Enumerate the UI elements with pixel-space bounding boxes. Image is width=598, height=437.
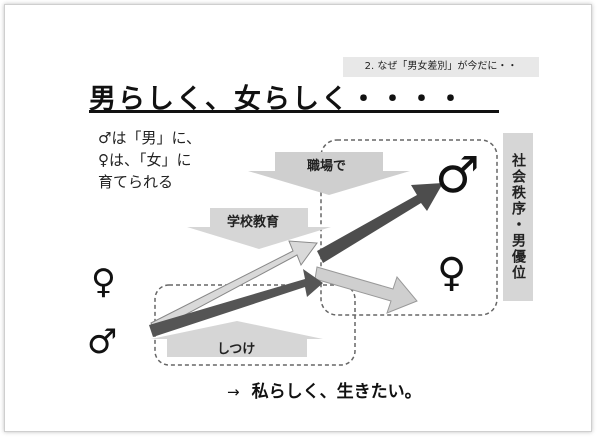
arrow-dark-lower: [149, 269, 323, 337]
label-shokuba: 職場で: [307, 159, 347, 174]
arrow-light-female: [314, 266, 418, 314]
slide: 2. なぜ「男女差別」が今だに・・ 男らしく、女らしく・・・・ ♂は「男」に、 …: [4, 4, 592, 432]
intro-line-3: 育てられる: [98, 173, 174, 191]
dashed-region-childhood: [154, 284, 356, 366]
title-underline: [89, 110, 499, 113]
section-tag: 2. なぜ「男女差別」が今だに・・: [343, 57, 539, 77]
female-symbol-right: ♀: [437, 250, 467, 296]
intro-line-1: ♂は「男」に、: [98, 129, 201, 147]
socialization-diagram: [149, 139, 498, 366]
label-arrow-gakko: [187, 208, 331, 249]
label-shitsuke: しつけ: [217, 342, 256, 357]
label-arrow-shitsuke: [151, 321, 323, 357]
label-gakko: 学校教育: [227, 215, 280, 230]
conclusion: → 私らしく、生きたい。: [227, 377, 422, 402]
intro-line-2: ♀は、「女」に: [98, 151, 192, 169]
arrow-right-icon: →: [227, 383, 240, 401]
male-symbol-left: ♂: [87, 322, 118, 362]
slide-title: 男らしく、女らしく・・・・: [89, 84, 466, 115]
side-label: 社会秩序・男優位: [510, 153, 526, 281]
female-symbol-left: ♀: [91, 262, 116, 302]
conclusion-text: 私らしく、生きたい。: [251, 382, 422, 402]
side-label-box: 社会秩序・男優位: [503, 133, 533, 301]
label-arrow-shokuba: [248, 152, 410, 195]
arrow-dark-upper: [317, 183, 443, 263]
intro-text: ♂は「男」に、 ♀は、「女」に 育てられる: [98, 127, 201, 193]
male-symbol-right: ♂: [435, 146, 480, 204]
